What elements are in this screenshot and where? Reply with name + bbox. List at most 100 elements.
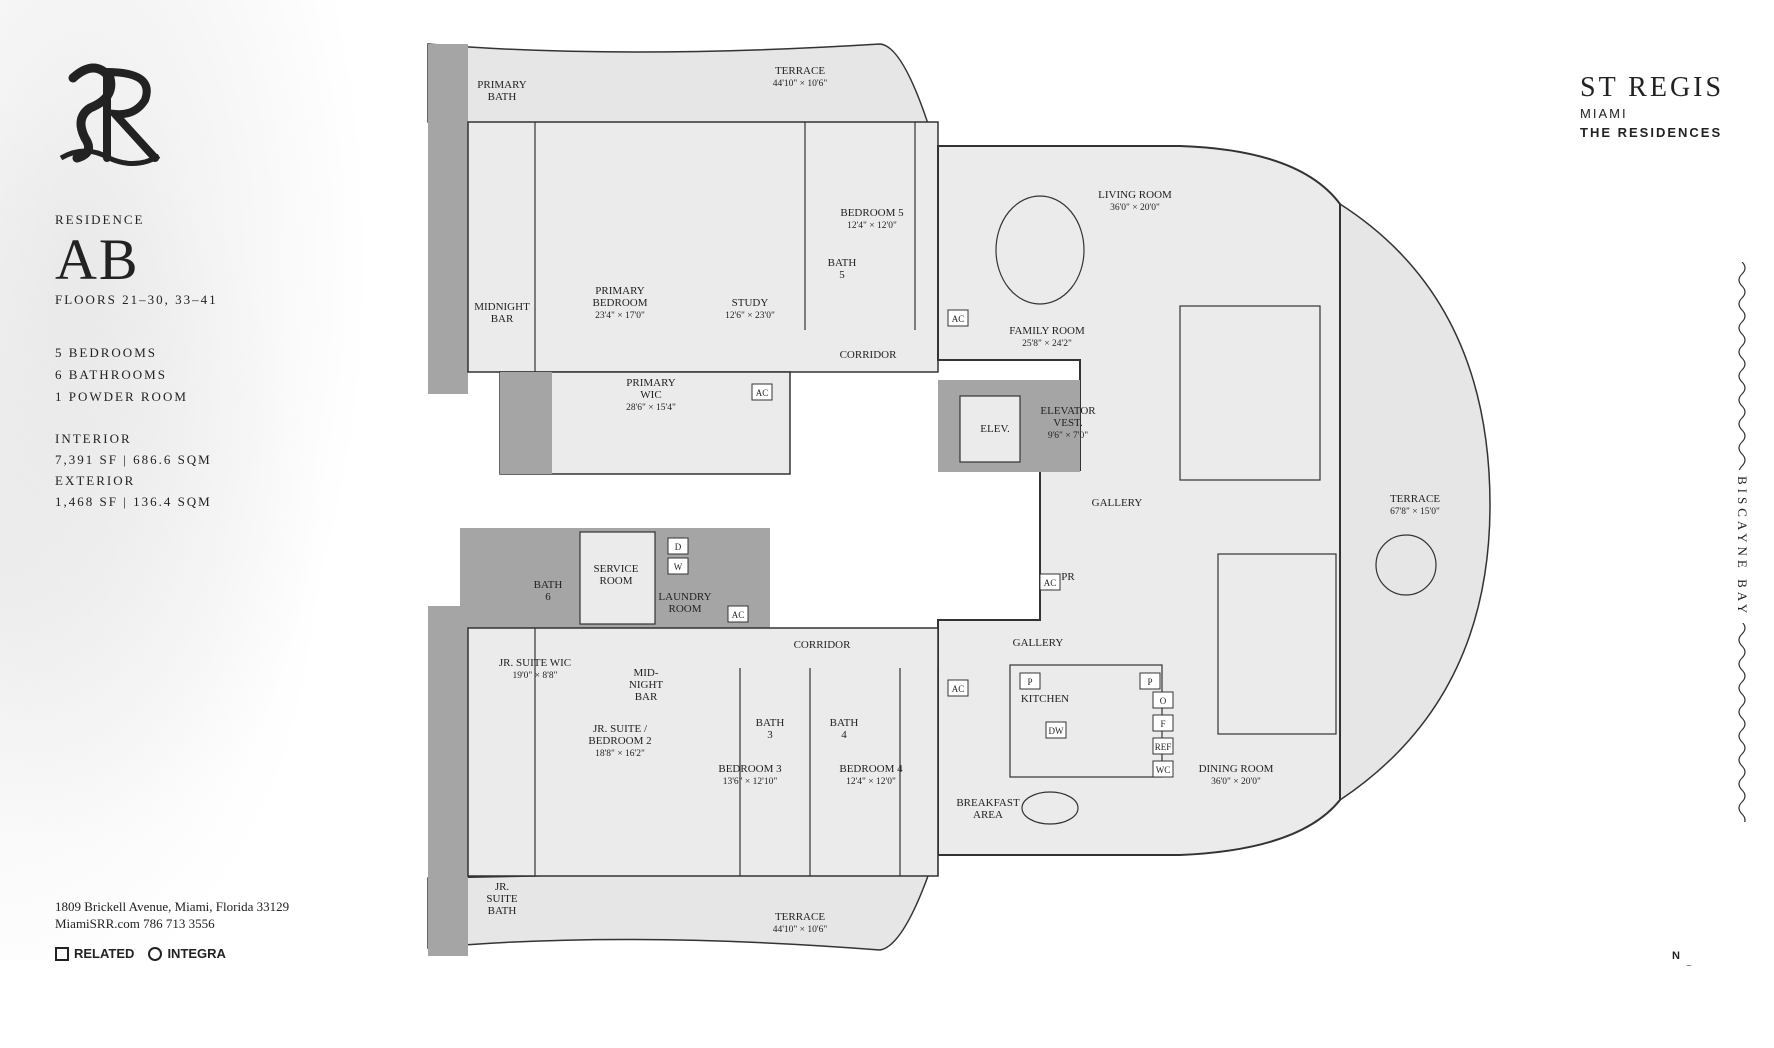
elevator-car [959,395,1021,463]
north-label: N [1672,950,1680,962]
address-block: 1809 Brickell Avenue, Miami, Florida 331… [55,898,289,932]
room-name-line: PR [1061,571,1075,583]
room-name-line: BAR [635,691,658,703]
room-name-line: CORRIDOR [840,349,898,361]
upper-wing-rooms [467,121,939,373]
room-name-line: JR. [495,881,510,893]
room-dimension: 13'6" × 12'10" [723,777,778,787]
fixture-tag-ac: AC [952,684,965,694]
room-name-line: GALLERY [1013,637,1064,649]
sr-monogram-logo [59,63,161,166]
room-dimension: 67'8" × 15'0" [1390,507,1440,517]
floors-text: FLOORS 21–30, 33–41 [55,292,218,307]
room-name-line: MIDNIGHT [474,301,530,313]
room-label-elev: ELEV. [980,423,1010,435]
integra-label: INTEGRA [167,946,226,961]
room-name-line: 3 [767,729,773,741]
fixture-tag-box [947,309,969,327]
fixture-tag-box [1152,691,1174,709]
room-name-line: ROOM [668,603,701,615]
interior-value: 7,391 SF | 686.6 SQM [55,452,212,467]
fixture-tag-box [727,605,749,623]
exterior-label: EXTERIOR [55,473,136,488]
spec-bedrooms: 5 BEDROOMS [55,345,157,360]
integra-brand: INTEGRA [148,946,226,961]
room-label-terrace-right: TERRACE 67'8" × 15'0" [1390,493,1440,517]
fixture-tag-dw: DW [1049,726,1064,736]
partitions [534,122,1437,876]
room-name-line: PRIMARY [477,79,527,91]
logo-city: MIAMI [1580,106,1628,121]
room-name-line: TERRACE [1390,493,1440,505]
room-label-corridor-bottom: CORRIDOR [794,639,852,651]
room-name-line: PRIMARY [626,377,676,389]
fixture-tag-box [1019,672,1041,690]
room-name-line: TERRACE [775,911,825,923]
room-name-line: SUITE [486,893,517,905]
room-name-line: 4 [841,729,847,741]
room-label-bedroom3: BEDROOM 3 13'6" × 12'10" [718,763,782,787]
contact-line: MiamiSRR.com 786 713 3556 [55,916,215,931]
fixture-tag-ac: AC [1044,578,1057,588]
area-block: INTERIOR 7,391 SF | 686.6 SQM EXTERIOR 1… [55,428,212,512]
fixture-tag-ref: REF [1155,742,1172,752]
fixture-tag-p: P [1027,677,1032,687]
room-name-line: AREA [973,809,1003,821]
north-arrow: N [1672,950,1702,966]
room-name-line: DINING ROOM [1199,763,1274,775]
related-brand: RELATED [55,946,134,961]
compass-icon [1685,965,1693,966]
room-label-kitchen: KITCHEN [1021,693,1069,705]
st-regis-wordmark: ST REGIS [1580,72,1725,103]
room-name-line: GALLERY [1092,497,1143,509]
room-dimension: 28'6" × 15'4" [626,403,676,413]
room-name-line: ELEVATOR [1040,405,1096,417]
room-name-line: ELEV. [980,423,1010,435]
room-dimension: 23'4" × 17'0" [595,311,645,321]
room-name-line: SERVICE [594,563,639,575]
exterior-value: 1,468 SF | 136.4 SQM [55,494,212,509]
room-label-gallery-1: GALLERY [1092,497,1143,509]
room-name-line: BATH [488,91,517,103]
fixture-tag-ac: AC [732,610,745,620]
terrace-top-area [427,43,937,147]
room-name-line: BEDROOM 3 [718,763,782,775]
room-name-line: BREAKFAST [956,797,1020,809]
service-room-area [579,531,656,625]
room-name-line: JR. SUITE / [593,723,648,735]
lower-wing-wall [428,606,468,956]
fixture-tag-wc: WC [1156,765,1171,775]
fixture-tag-p: P [1147,677,1152,687]
developer-brands: RELATED INTEGRA [55,946,226,961]
fixture-tag-box [1152,714,1174,732]
room-name-line: BEDROOM 4 [839,763,903,775]
room-name-line: BATH [534,579,563,591]
room-name-line: NIGHT [629,679,663,691]
room-name-line: 5 [839,269,845,281]
spec-powder-room: 1 POWDER ROOM [55,389,188,404]
fixture-tag-box [751,383,773,401]
lower-wing-rooms [467,627,939,877]
fixture-tag-box [667,557,689,575]
terrace-right-area [1339,202,1491,802]
spec-bathrooms: 6 BATHROOMS [55,367,167,382]
room-name-line: 6 [545,591,551,603]
room-label-corridor-top: CORRIDOR [840,349,898,361]
floor-plan-sheet: RESIDENCE AB FLOORS 21–30, 33–41 5 BEDRO… [0,0,1750,966]
room-name-line: WIC [640,389,661,401]
fixture-tag-box [667,537,689,555]
